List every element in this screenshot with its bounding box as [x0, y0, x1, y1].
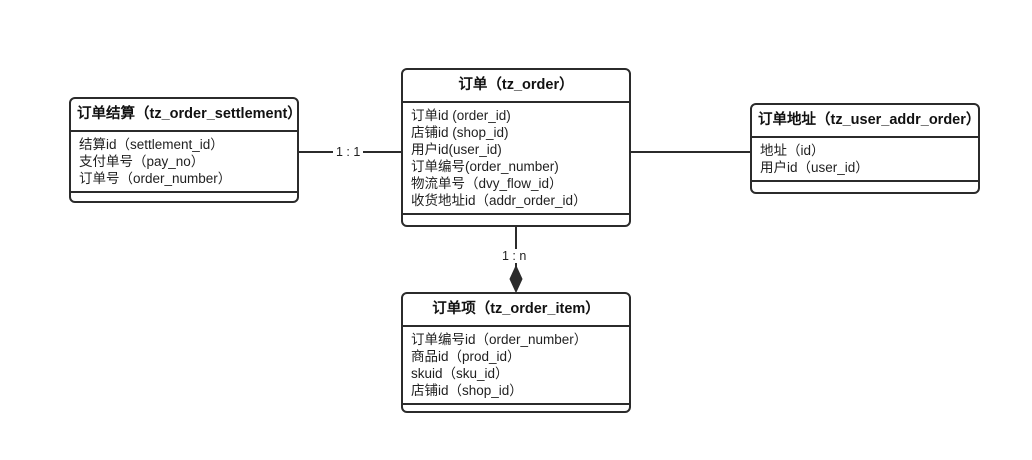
entity-title-order: 订单（tz_order）	[403, 70, 629, 103]
entity-attributes-order-item: 订单编号id（order_number） 商品id（prod_id） skuid…	[403, 327, 629, 405]
entity-order-item[interactable]: 订单项（tz_order_item） 订单编号id（order_number） …	[401, 292, 631, 413]
entity-attributes-user-addr-order: 地址（id） 用户id（user_id）	[752, 138, 978, 182]
entity-title-order-settlement: 订单结算（tz_order_settlement）	[71, 99, 302, 132]
entity-order-settlement[interactable]: 订单结算（tz_order_settlement） 结算id（settlemen…	[69, 97, 302, 203]
attribute-row: 用户id（user_id）	[760, 159, 869, 175]
filled-diamond-marker	[509, 264, 523, 294]
entity-user-addr-order[interactable]: 订单地址（tz_user_addr_order） 地址（id） 用户id（use…	[750, 103, 980, 194]
attribute-row: 支付单号（pay_no）	[79, 153, 205, 169]
entity-order[interactable]: 订单（tz_order） 订单id (order_id) 店铺id (shop_…	[401, 68, 631, 227]
attribute-row: 订单编号(order_number)	[411, 158, 559, 174]
attribute-row: 结算id（settlement_id）	[79, 136, 224, 152]
attribute-row: 地址（id）	[760, 142, 825, 158]
attribute-row: 订单id (order_id)	[411, 107, 511, 123]
attribute-row: 收货地址id（addr_order_id）	[411, 192, 587, 208]
relationship-label-order-item: 1 : n	[499, 249, 530, 263]
relationship-label-settlement-order: 1 : 1	[333, 145, 364, 159]
entity-title-user-addr-order: 订单地址（tz_user_addr_order）	[752, 105, 980, 138]
entity-title-order-item: 订单项（tz_order_item）	[403, 294, 629, 327]
attribute-row: skuid（sku_id）	[411, 365, 509, 381]
entity-attributes-order-settlement: 结算id（settlement_id） 支付单号（pay_no） 订单号（ord…	[71, 132, 297, 193]
attribute-row: 店铺id（shop_id）	[411, 382, 523, 398]
attribute-row: 物流单号（dvy_flow_id）	[411, 175, 563, 191]
attribute-row: 商品id（prod_id）	[411, 348, 521, 364]
attribute-row: 店铺id (shop_id)	[411, 124, 509, 140]
attribute-row: 用户id(user_id)	[411, 141, 502, 157]
entity-attributes-order: 订单id (order_id) 店铺id (shop_id) 用户id(user…	[403, 103, 629, 215]
attribute-row: 订单编号id（order_number）	[411, 331, 588, 347]
attribute-row: 订单号（order_number）	[79, 170, 232, 186]
